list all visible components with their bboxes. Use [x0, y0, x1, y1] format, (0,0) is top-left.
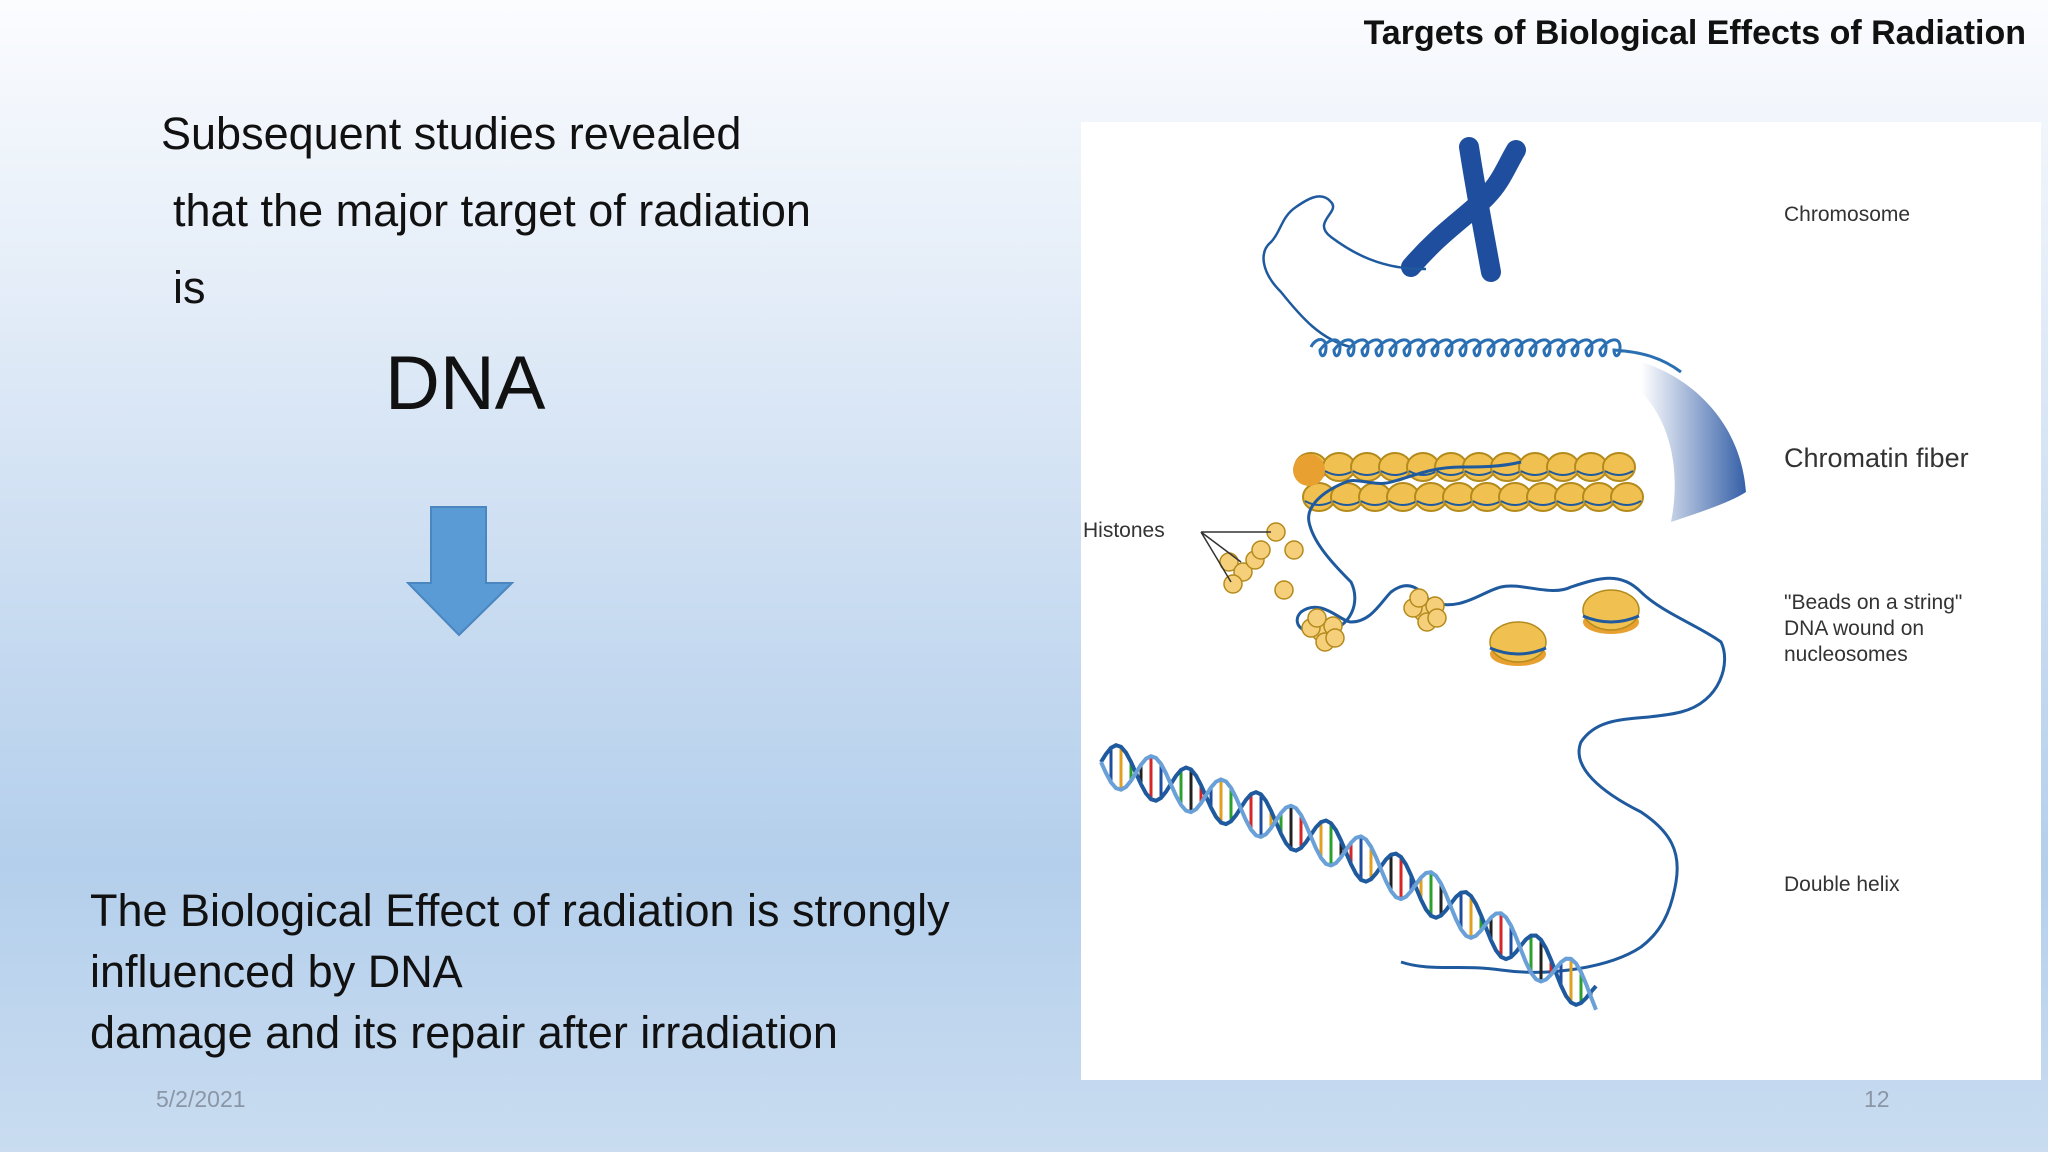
dna-wrap [1360, 500, 1390, 506]
coiled-fiber [1309, 338, 1682, 374]
conclusion-line-1: The Biological Effect of radiation is st… [90, 885, 950, 936]
histone [1223, 574, 1243, 594]
dna-wrap [1520, 470, 1550, 476]
histone [1284, 540, 1304, 560]
beads-string [1295, 460, 1727, 974]
label-histones: Histones [1083, 519, 1165, 542]
conclusion-text: The Biological Effect of radiation is st… [90, 880, 1090, 1063]
dna-highlight: DNA [385, 341, 546, 426]
histone [1251, 540, 1271, 560]
dna-wrap [1472, 500, 1502, 506]
intro-line-1: Subsequent studies revealed [161, 108, 742, 159]
slide-title: Targets of Biological Effects of Radiati… [1363, 14, 2026, 52]
dna-wrap [1324, 470, 1354, 476]
histone [1325, 628, 1345, 648]
dna-wrap [1380, 470, 1410, 476]
dna-wrap [1582, 614, 1640, 624]
intro-line-3: is [173, 262, 206, 313]
dna-wrap [1408, 470, 1438, 476]
histone-disk-end [1293, 454, 1325, 486]
label-double-helix: Double helix [1784, 873, 1900, 896]
dna-wrap [1584, 500, 1614, 506]
dna-wrap [1436, 470, 1466, 476]
dna-wrap [1388, 500, 1418, 506]
intro-line-2: that the major target of radiation [173, 185, 811, 236]
dna-wrap [1604, 470, 1634, 476]
dna-wrap [1489, 646, 1547, 656]
helix-strand [1099, 743, 1598, 1008]
histone-disk [1610, 482, 1644, 512]
nucleosome-beads [1301, 588, 1640, 666]
dna-wrap [1556, 500, 1586, 506]
bead-top [1582, 589, 1640, 631]
double-helix [1099, 743, 1598, 1011]
histone [1409, 588, 1429, 608]
label-beads-on-string: "Beads on a string" DNA wound on nucleos… [1784, 591, 1963, 666]
conclusion-line-3: damage and its repair after irradiation [90, 1007, 838, 1058]
dna-wrap [1576, 470, 1606, 476]
slide-number: 12 [1864, 1086, 1890, 1112]
chromatin-fiber [1293, 452, 1644, 512]
helix-strand [1099, 754, 1598, 1011]
conclusion-line-2: influenced by DNA [90, 946, 463, 997]
dna-thread [1262, 195, 1427, 349]
histone [1307, 608, 1327, 628]
footer-date: 5/2/2021 [156, 1086, 246, 1112]
dna-wrap [1548, 470, 1578, 476]
dna-wrap [1500, 500, 1530, 506]
dna-wrap [1612, 500, 1642, 506]
dna-wrap [1332, 500, 1362, 506]
dna-structure-illustration [1099, 137, 1746, 1011]
histone-pointer [1200, 531, 1271, 583]
dna-wrap [1528, 500, 1558, 506]
label-chromosome: Chromosome [1784, 203, 1911, 226]
histone [1427, 608, 1447, 628]
bead-top [1489, 621, 1547, 663]
dna-wrap [1464, 470, 1494, 476]
dna-wrap [1416, 500, 1446, 506]
histone-disk [1602, 452, 1636, 482]
chromosome-shape [1401, 137, 1526, 282]
dna-wrap [1444, 500, 1474, 506]
dna-wrap [1304, 500, 1334, 506]
dna-wrap [1492, 470, 1522, 476]
dna-structure-figure: Chromosome Chromatin fiber Histones "Bea… [1081, 122, 2041, 1080]
label-chromatin-fiber: Chromatin fiber [1784, 443, 1969, 473]
down-arrow-icon [406, 506, 515, 637]
intro-text: Subsequent studies revealed that the maj… [0, 0, 1000, 340]
dna-wrap [1352, 470, 1382, 476]
histone [1274, 580, 1294, 600]
histone-cluster [1200, 522, 1304, 600]
zoom-fan [1641, 362, 1746, 522]
